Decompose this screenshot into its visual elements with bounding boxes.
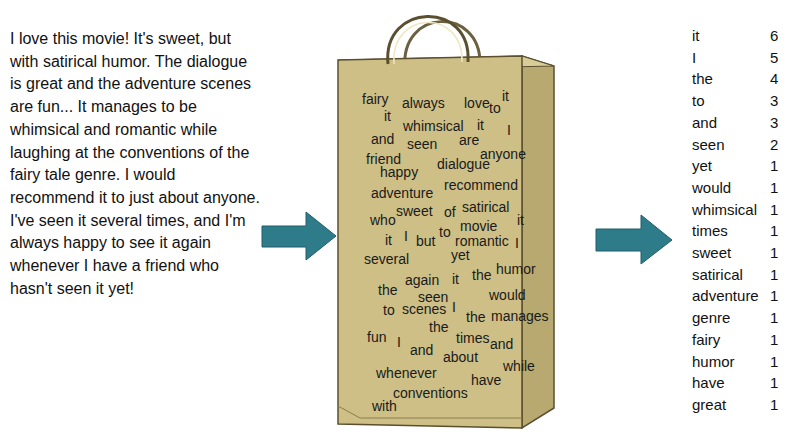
- arrow-shape: [262, 212, 336, 260]
- word-cell: satirical: [692, 266, 743, 284]
- bag-word: recommend: [444, 178, 518, 193]
- word-cell: humor: [692, 353, 735, 371]
- word-cell: seen: [692, 136, 725, 154]
- bag-word: movie: [460, 219, 497, 234]
- count-cell: 1: [770, 244, 778, 262]
- bag-word: who: [370, 213, 396, 228]
- count-cell: 3: [770, 114, 778, 132]
- bag-word: romantic: [455, 234, 509, 249]
- count-cell: 5: [770, 49, 778, 67]
- review-text: I love this movie! It's sweet, but with …: [10, 28, 262, 300]
- bag-word: to: [383, 303, 395, 318]
- bag-word: with: [372, 399, 397, 414]
- word-cell: yet: [692, 157, 712, 175]
- bag-word: and: [490, 337, 513, 352]
- bag-word: times: [456, 331, 489, 346]
- bag-word: I: [404, 229, 408, 244]
- bag-word: whimsical: [403, 119, 464, 134]
- count-cell: 1: [770, 201, 778, 219]
- bag-word: to: [439, 225, 451, 240]
- count-cell: 1: [770, 179, 778, 197]
- bag-word: have: [471, 373, 501, 388]
- word-cell: to: [692, 92, 705, 110]
- count-cell: 1: [770, 374, 778, 392]
- bag-word: I: [452, 300, 456, 315]
- word-cell: genre: [692, 309, 730, 327]
- word-cell: times: [692, 222, 728, 240]
- bag-word: the: [378, 283, 397, 298]
- bag-word: the: [466, 310, 485, 325]
- bag-shape: fairyalwayslovetoititwhimsicalitIandseen…: [330, 8, 562, 436]
- count-cell: 6: [770, 27, 778, 45]
- arrow-shape: [596, 215, 672, 264]
- word-cell: it: [692, 27, 700, 45]
- bag-word: scenes: [402, 302, 446, 317]
- bag-word: I: [507, 123, 511, 138]
- bag-word: satirical: [462, 200, 509, 215]
- bag-word: several: [364, 252, 409, 267]
- word-cell: great: [692, 396, 726, 414]
- bag-word: but: [416, 234, 435, 249]
- word-cell: adventure: [692, 287, 759, 305]
- bag-word: it: [477, 118, 484, 133]
- word-cell: I: [692, 49, 696, 67]
- word-cell: whimsical: [692, 201, 757, 219]
- bag-word: the: [472, 268, 491, 283]
- bag-word: yet: [451, 248, 470, 263]
- bag-word: are: [459, 133, 479, 148]
- bag-word: adventure: [371, 186, 433, 201]
- count-cell: 1: [770, 353, 778, 371]
- bag-word: it: [517, 213, 524, 228]
- bag-word: it: [384, 109, 391, 124]
- word-cell: the: [692, 70, 713, 88]
- bag-word: about: [443, 350, 478, 365]
- bag-word: manages: [491, 309, 549, 324]
- count-cell: 1: [770, 309, 778, 327]
- bag-word: always: [402, 96, 445, 111]
- count-cell: 3: [770, 92, 778, 110]
- bag-word: while: [503, 359, 535, 374]
- word-cell: and: [692, 114, 717, 132]
- count-cell: 1: [770, 222, 778, 240]
- bag-word: would: [489, 288, 526, 303]
- bag-word: of: [444, 205, 456, 220]
- bag-word: again: [405, 273, 439, 288]
- bag-word: fairy: [362, 92, 388, 107]
- bag-word: seen: [407, 137, 437, 152]
- word-cell: sweet: [692, 244, 731, 262]
- bag-word: it: [452, 272, 459, 287]
- bag-word: humor: [496, 262, 536, 277]
- bag-word: love: [464, 96, 490, 111]
- bag-word: dialogue: [437, 157, 490, 172]
- word-cell: have: [692, 374, 725, 392]
- count-cell: 4: [770, 70, 778, 88]
- count-cell: 1: [770, 396, 778, 414]
- word-cell: would: [692, 179, 731, 197]
- bag-word: happy: [380, 165, 418, 180]
- bag-word: sweet: [396, 204, 433, 219]
- count-cell: 1: [770, 157, 778, 175]
- count-cell: 1: [770, 287, 778, 305]
- bag-word: to: [489, 101, 501, 116]
- bag-word: conventions: [393, 386, 468, 401]
- bag-word: it: [385, 233, 392, 248]
- bag-word: I: [515, 236, 519, 251]
- word-cell: fairy: [692, 331, 720, 349]
- bag-word: and: [371, 132, 394, 147]
- count-cell: 1: [770, 331, 778, 349]
- bag-word: whenever: [376, 366, 437, 381]
- bag-word: fun: [367, 330, 386, 345]
- bag-word: and: [410, 343, 433, 358]
- count-cell: 2: [770, 136, 778, 154]
- bag-word: I: [397, 335, 401, 350]
- bag-word: it: [502, 89, 509, 104]
- bag-word: the: [429, 320, 448, 335]
- count-cell: 1: [770, 266, 778, 284]
